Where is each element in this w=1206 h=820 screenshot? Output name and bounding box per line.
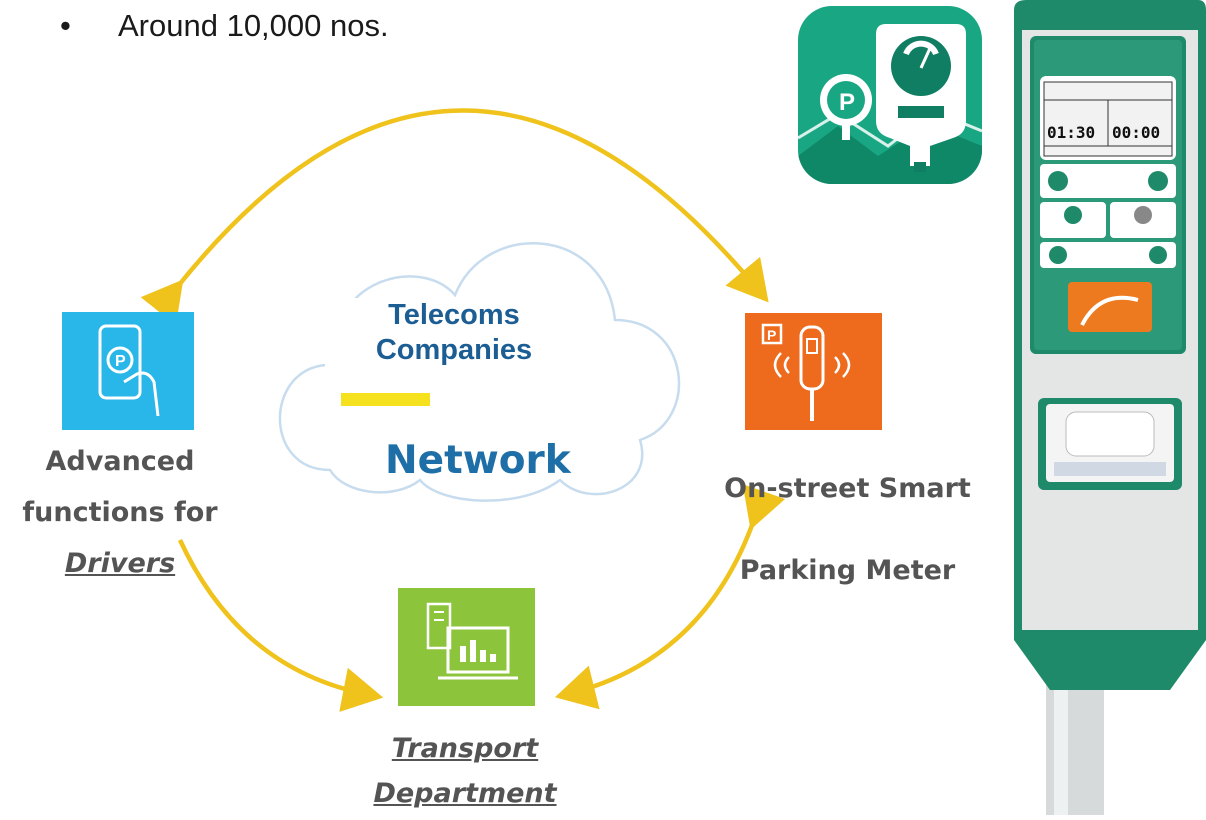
parking-meter-illustration: 01:30 00:00 <box>1014 0 1206 815</box>
arrow-left <box>177 539 384 712</box>
transport-line2: Department <box>373 778 557 809</box>
meter-line2: Parking Meter <box>739 555 956 586</box>
meter-line1: On-street Smart <box>724 473 971 504</box>
meter-tile: P <box>745 313 882 430</box>
meter-time-right: 00:00 <box>1112 123 1160 142</box>
highlight-bar <box>341 393 430 406</box>
drivers-line3: Drivers <box>64 548 176 579</box>
parking-app-icon: P <box>798 6 982 184</box>
arrow-top <box>140 108 769 326</box>
transport-tile <box>398 588 535 706</box>
phone-parking-icon: P <box>98 324 160 417</box>
network-label: Network <box>385 438 571 483</box>
drivers-line2: functions for <box>22 497 218 528</box>
svg-text:P: P <box>839 89 855 116</box>
dashboard-laptop-icon <box>426 602 518 680</box>
bullet-marker: • <box>60 8 71 43</box>
transport-line1: Transport <box>391 733 539 764</box>
app-icon-graphic: P <box>798 24 982 184</box>
arrow-right <box>554 484 786 710</box>
telecom-title: Telecoms Companies <box>325 298 583 368</box>
meter-time-left: 01:30 <box>1047 123 1095 142</box>
drivers-tile: P <box>62 312 194 430</box>
bullet-label: Around 10,000 nos. <box>118 8 389 43</box>
drivers-line1: Advanced <box>45 446 195 477</box>
parking-meter-photo: 01:30 00:00 <box>1010 0 1206 815</box>
transport-label: Transport Department <box>330 726 600 816</box>
svg-text:P: P <box>115 353 126 370</box>
parking-meter-signal-icon: P <box>761 323 851 421</box>
bullet-text: • Around 10,000 nos. <box>60 8 389 44</box>
meter-label: On-street Smart Parking Meter <box>700 448 995 612</box>
svg-text:P: P <box>767 327 776 343</box>
drivers-label: Advanced functions for Drivers <box>0 436 240 589</box>
